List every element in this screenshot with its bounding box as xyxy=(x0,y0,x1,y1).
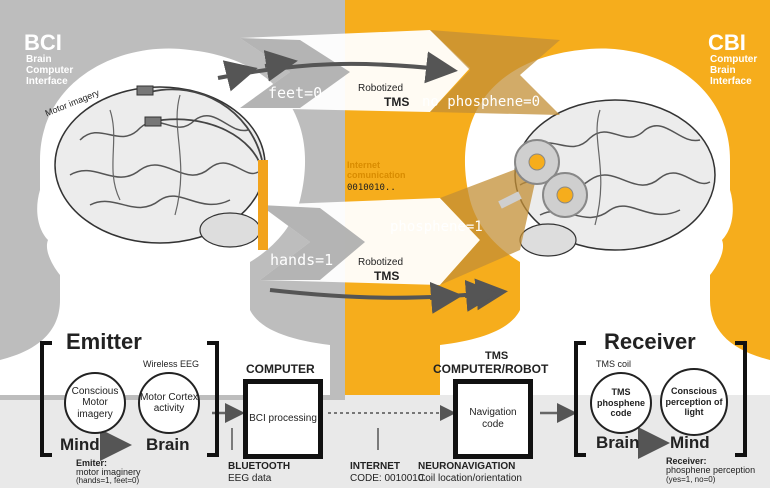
conscious-motor-imagery-circle: Conscious Motor imagery xyxy=(64,372,126,434)
emitter-caption-line-1: motor imaginery xyxy=(76,467,141,477)
eeg-electrode-middle xyxy=(144,116,162,127)
tms-computer-title-line-2: COMPUTER/ROBOT xyxy=(433,362,549,376)
hands-code-label: hands=1 xyxy=(270,251,334,269)
receiver-brain-label: Brain xyxy=(596,433,640,452)
emitter-title: Emitter xyxy=(66,329,142,354)
internet-label-line-1: Internet xyxy=(347,160,381,170)
eeg-cable xyxy=(149,88,263,161)
internet-label-line-2: comunication xyxy=(347,170,406,180)
receiver-caption-line-2: (yes=1, no=0) xyxy=(666,475,716,484)
receiver-bracket xyxy=(574,341,747,457)
eeg-electrode-top xyxy=(136,85,154,96)
emitter-mind-label: Mind xyxy=(60,435,100,454)
conscious-perception-circle: Conscious perception of light xyxy=(660,368,728,436)
receiver-mind-label: Mind xyxy=(670,433,710,452)
receiver-caption-line-1: phosphene perception xyxy=(666,465,756,475)
no-phosphene-label: no phosphene=0 xyxy=(422,94,541,110)
bci-title: BCI xyxy=(24,30,62,55)
lower-orange-band xyxy=(440,160,540,285)
neuronavigation-label: NEURONAVIGATION xyxy=(418,461,516,472)
bci-line-2: Computer xyxy=(26,65,74,76)
tms-computer-title-line-1: TMS xyxy=(485,350,509,362)
cbi-line-3: Interface xyxy=(710,76,752,87)
tms-bottom-label: TMS xyxy=(374,269,400,283)
tms-phosphene-code-circle: TMS phosphene code xyxy=(590,372,652,434)
wireless-eeg-label: Wireless EEG xyxy=(143,359,200,369)
cbi-line-2: Brain xyxy=(710,65,736,76)
emitter-brain-label: Brain xyxy=(146,435,190,454)
eeg-data-label: EEG data xyxy=(228,473,272,484)
coil-location-label: Coil location/orientation xyxy=(418,473,522,484)
computer-title: COMPUTER xyxy=(246,362,315,376)
robotized-bottom-label: Robotized xyxy=(358,257,404,268)
receiver-title: Receiver xyxy=(604,329,696,354)
eeg-amplifier xyxy=(258,160,268,250)
bci-line-1: Brain xyxy=(26,54,52,65)
phosphene-code-label: phosphene=1 xyxy=(390,219,483,235)
tms-coil xyxy=(498,139,588,218)
emitter-caption-line-2: (hands=1, feet=0) xyxy=(76,476,140,485)
motor-cortex-activity-circle: Motor Cortex activity xyxy=(138,372,200,434)
bluetooth-label: BLUETOOTH xyxy=(228,461,291,472)
emitter-caption-title: Emiter: xyxy=(76,458,108,468)
tms-top-label: TMS xyxy=(384,95,410,109)
tms-coil-label: TMS coil xyxy=(596,359,632,369)
upper-orange-band xyxy=(430,30,560,115)
feet-code-label: feet=0 xyxy=(268,84,323,102)
cbi-title: CBI xyxy=(708,30,746,55)
internet-code-label: 0010010.. xyxy=(347,183,396,193)
emitter-bracket xyxy=(40,341,219,457)
navigation-code-box: Navigation code xyxy=(453,379,533,459)
internet-code: CODE: 0010010.. xyxy=(350,473,429,484)
robotized-top-label: Robotized xyxy=(358,83,404,94)
receiver-caption-title: Receiver: xyxy=(666,456,707,466)
internet-title: INTERNET xyxy=(350,461,400,472)
cbi-line-1: Computer xyxy=(710,54,758,65)
bci-line-3: Interface xyxy=(26,76,68,87)
bci-processing-box: BCI processing xyxy=(243,379,323,459)
